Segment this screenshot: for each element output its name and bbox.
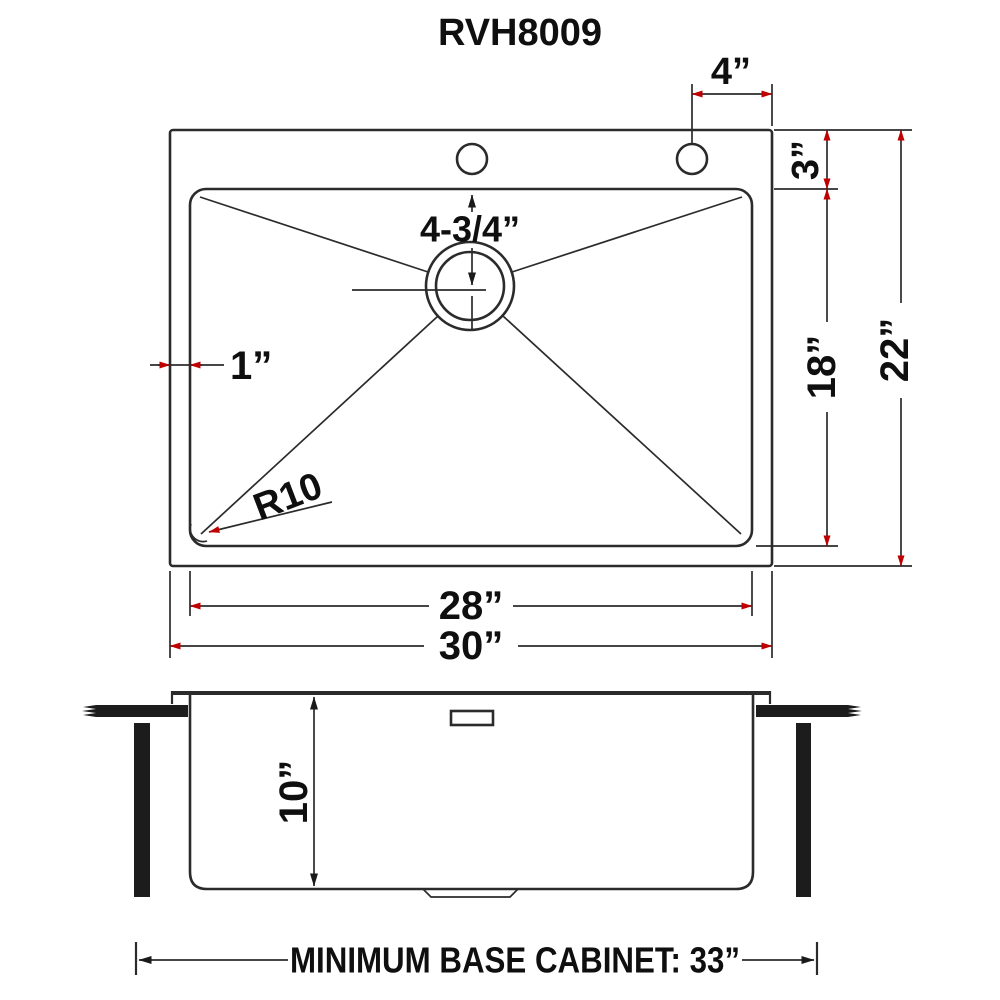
dim-label-bowl-depth: 10” [272, 760, 316, 825]
base-cabinet-dimension: MINIMUM BASE CABINET: 33” [134, 940, 819, 981]
dim-label-drain-offset: 4-3/4” [420, 209, 520, 250]
dim-label-rim-width: 1” [230, 344, 272, 388]
crease-top-right [511, 196, 743, 273]
dim-label-overall-width: 30” [439, 624, 504, 668]
crease-bottom-right [502, 315, 742, 535]
dim-label-corner-radius: R10 [248, 465, 328, 529]
top-view: 4” 3” 18” 22” 4-3/4” [150, 51, 917, 668]
dim-label-hole-setback: 3” [785, 140, 827, 180]
dim-label-hole-spacing: 4” [711, 51, 751, 93]
base-cabinet-label: MINIMUM BASE CABINET: 33” [290, 940, 740, 981]
drain-outer-circle [424, 240, 516, 332]
crease-top-left [199, 196, 429, 273]
dim-bowl-depth: 10” [272, 696, 318, 887]
overflow-fitting [449, 709, 495, 727]
countertop-right [756, 705, 862, 717]
page-title: RVH8009 [438, 12, 602, 54]
dim-corner-radius: R10 [189, 465, 333, 543]
cabinet-wall-left [134, 723, 150, 897]
dim-overall-width: 30” [169, 571, 773, 668]
crease-bottom-left [200, 315, 439, 535]
dim-label-bowl-front-back: 18” [800, 335, 844, 400]
faucet-hole-right [675, 142, 709, 176]
countertop-left [82, 705, 188, 717]
cabinet-wall-right [796, 723, 811, 897]
dim-hole-spacing: 4” [691, 51, 773, 143]
side-view: 10” [82, 691, 862, 898]
drain-inner-circle [434, 250, 506, 322]
drain [352, 240, 516, 332]
dim-overall-front-back: 22” [774, 129, 917, 567]
dim-drain-offset: 4-3/4” [420, 194, 520, 286]
dim-label-overall-front-back: 22” [873, 318, 917, 383]
dim-hole-setback: 3” [774, 129, 912, 190]
dim-label-bowl-width: 28” [439, 584, 504, 628]
dim-rim-width: 1” [150, 344, 272, 388]
dim-bowl-width: 28” [189, 571, 753, 628]
bowl-crease-lines [199, 196, 743, 535]
sink-body-outline [188, 695, 755, 891]
corner-radius-mark [189, 523, 208, 543]
sink-rim-outline [168, 128, 774, 568]
drain-boss [422, 888, 519, 898]
dim-bowl-front-back: 18” [756, 188, 844, 547]
faucet-hole-center [455, 142, 489, 176]
